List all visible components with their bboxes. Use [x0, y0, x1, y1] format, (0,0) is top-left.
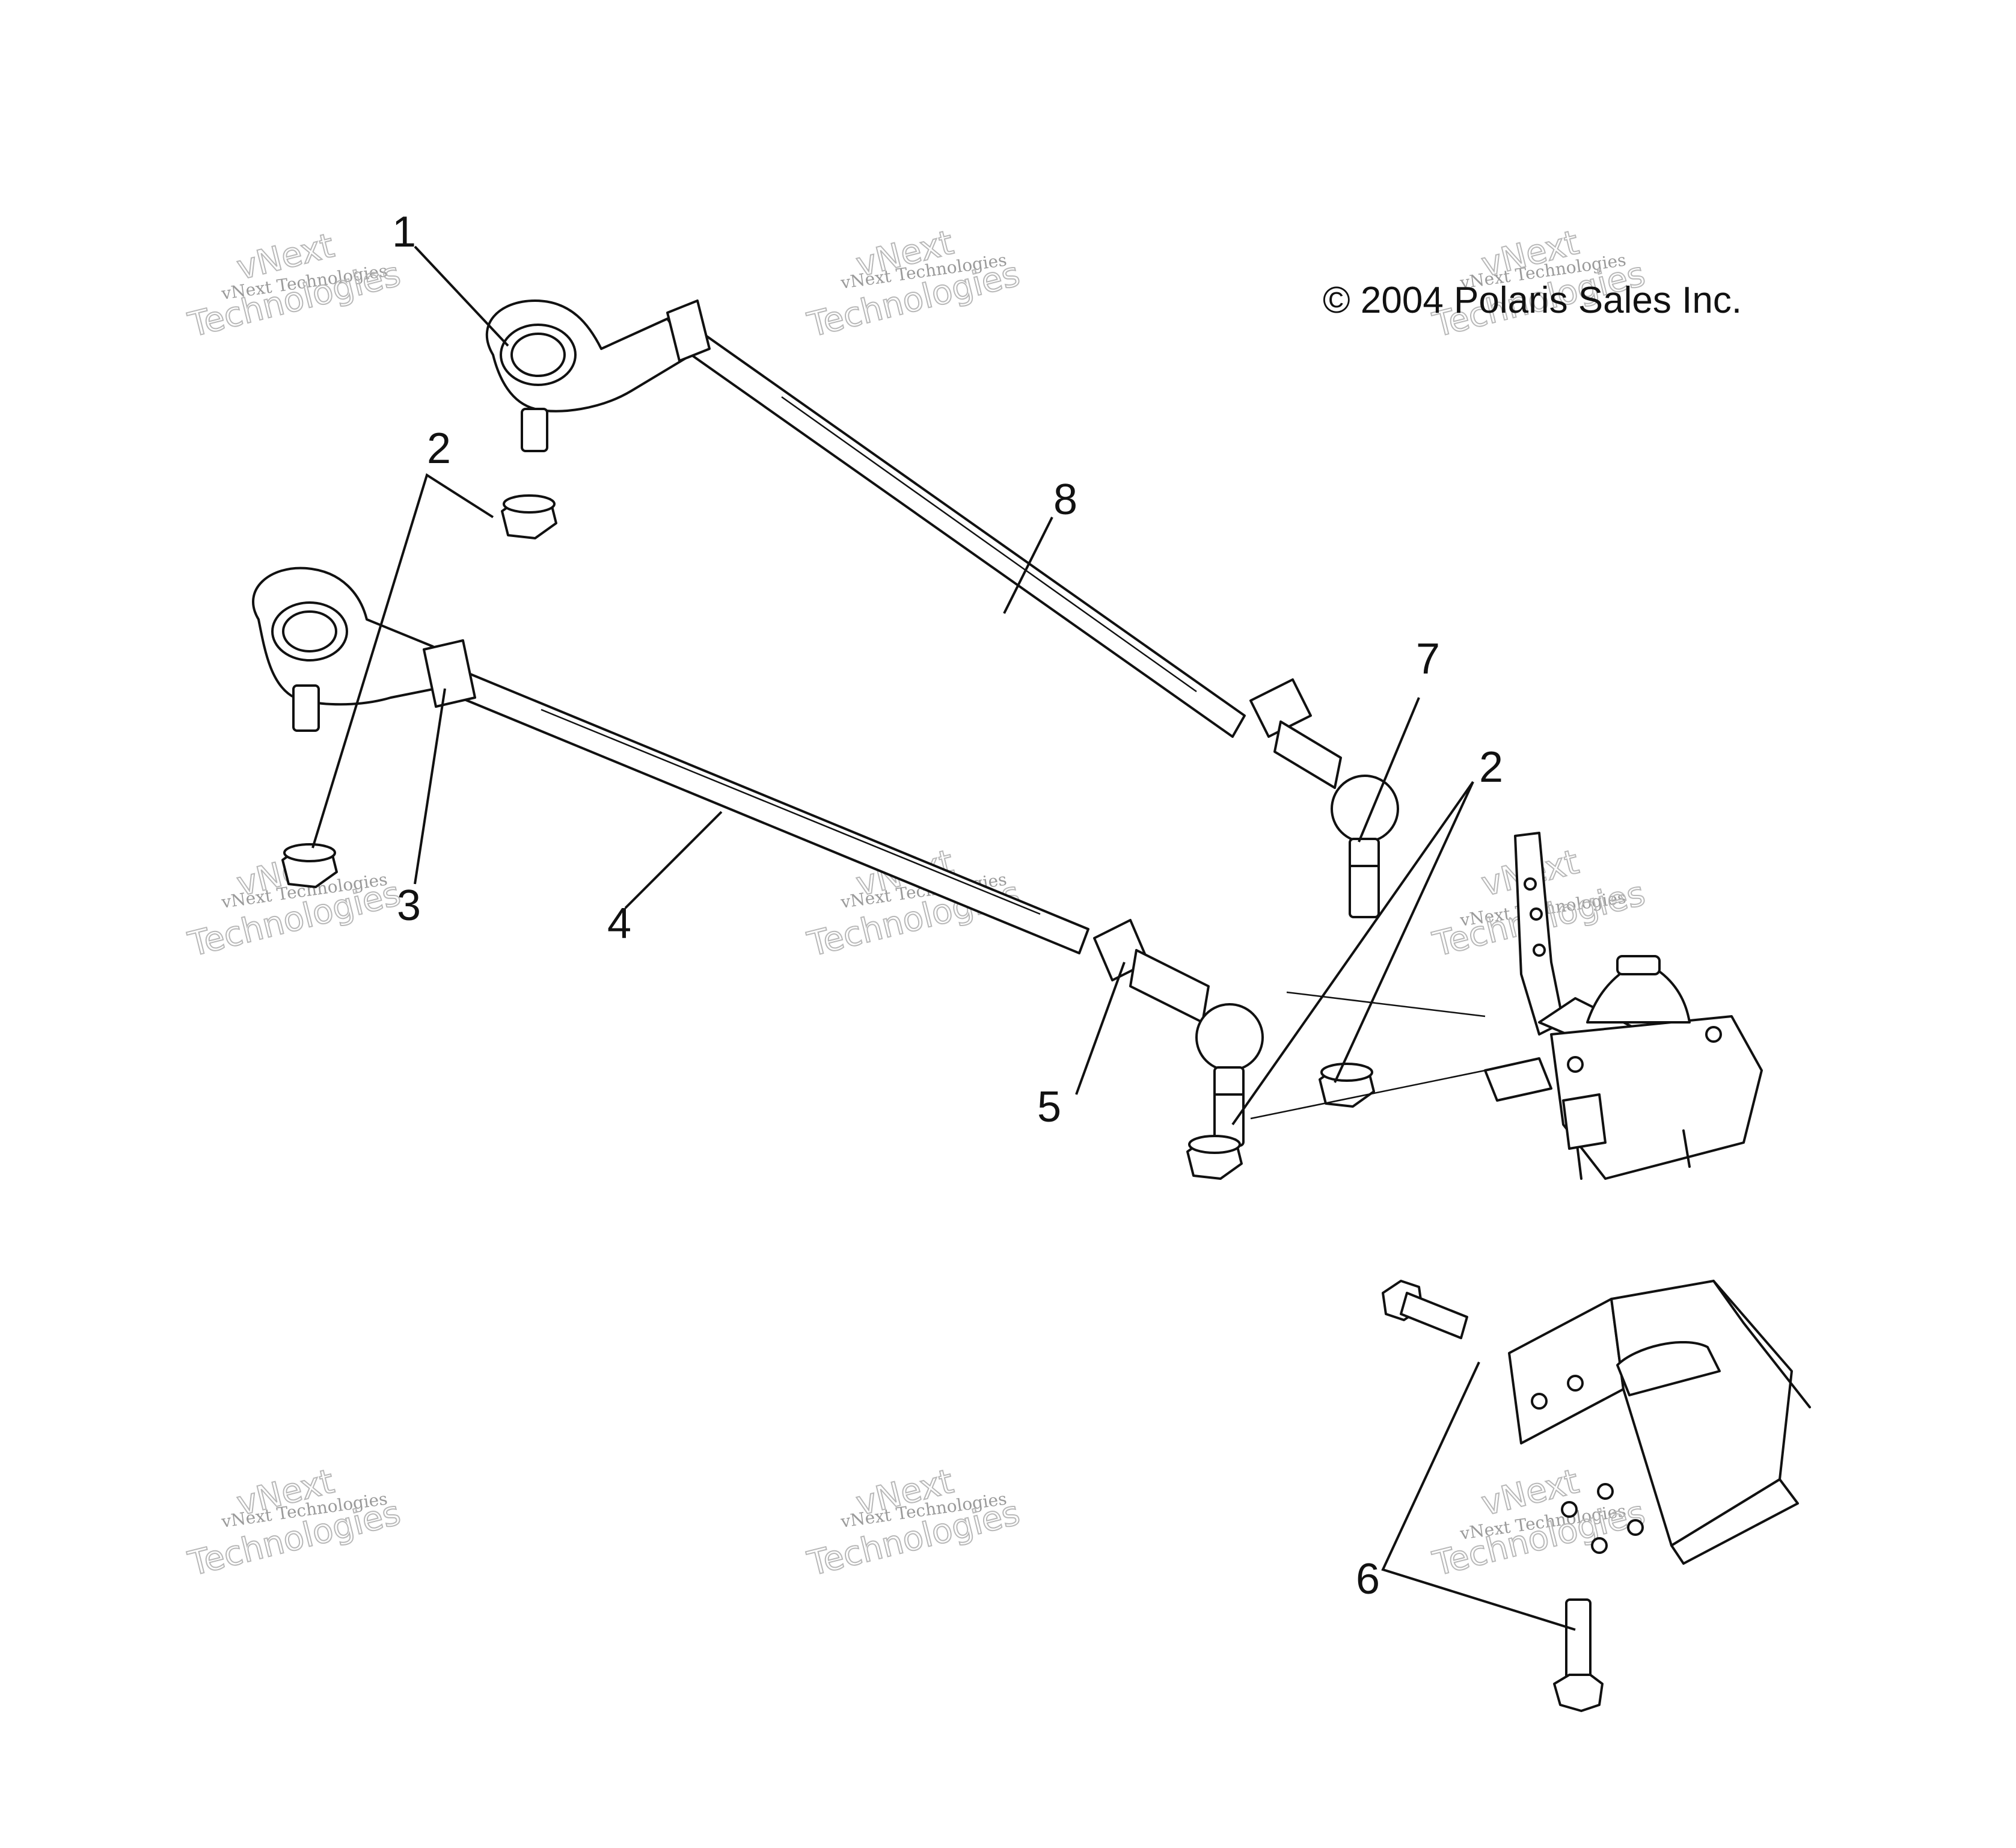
watermark-bottom-center: vNext Technologies vNext Technologies	[803, 1461, 1025, 1585]
bolt-lower	[1553, 1598, 1604, 1712]
copyright-notice: © 2004 Polaris Sales Inc.	[1323, 280, 1742, 321]
lower-tie-rod-shaft	[459, 672, 1089, 954]
mount-bracket	[1508, 1280, 1811, 1565]
lower-rod-end	[252, 566, 452, 732]
callout-7: 7	[1416, 635, 1440, 683]
leader-lines	[311, 245, 1576, 1631]
watermark-bottom-left: vNext Technologies vNext Technologies	[184, 1461, 405, 1585]
callout-4: 4	[607, 900, 631, 948]
callout-1: 1	[392, 208, 416, 256]
upper-tie-rod-shaft	[660, 312, 1246, 738]
lower-jam-nut-part-3	[423, 639, 476, 708]
nut-upper-left	[501, 494, 557, 539]
callout-2-right: 2	[1479, 743, 1503, 791]
nut-right-lower	[1186, 1135, 1243, 1180]
callout-8: 8	[1053, 476, 1077, 524]
watermark-bottom-right: vNext Technologies vNext Technologies	[1429, 1461, 1650, 1585]
callout-2-left: 2	[427, 425, 451, 473]
steering-gear-assembly	[1484, 832, 1763, 1180]
callout-6: 6	[1356, 1555, 1380, 1603]
callout-3: 3	[397, 882, 421, 930]
upper-rod-end-part-1	[485, 299, 711, 452]
nut-lower-left	[281, 843, 338, 888]
upper-jam-nut	[1249, 678, 1312, 738]
watermark-top-center: vNext Technologies vNext Technologies	[803, 223, 1025, 346]
upper-ball-joint-part-7	[1273, 720, 1399, 918]
callout-5: 5	[1037, 1083, 1061, 1131]
bolt-upper	[1382, 1280, 1468, 1339]
watermark-top-left: vNext Technologies vNext Technologies	[184, 226, 405, 346]
lower-ball-joint	[1129, 949, 1264, 1147]
nut-right-upper	[1319, 1063, 1375, 1108]
